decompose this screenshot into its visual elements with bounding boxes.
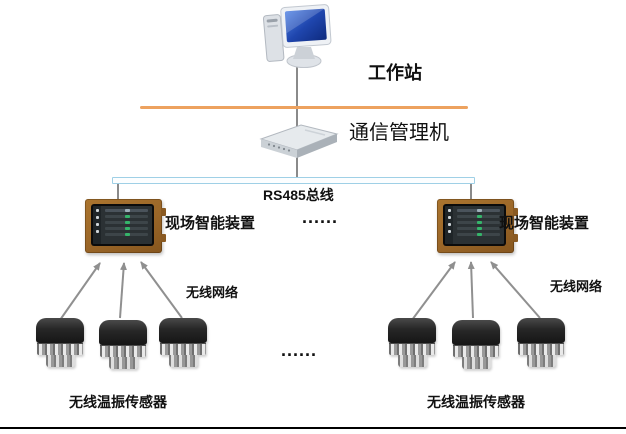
- rs485-bus-bar: [112, 177, 475, 184]
- device-mount-tab: [161, 208, 166, 216]
- vibration-sensor-icon: [517, 318, 565, 367]
- device-screen: [443, 204, 506, 246]
- device-screen-rows: [101, 206, 152, 244]
- device-screen-iconbar: [445, 206, 453, 244]
- device-screen-iconbar: [93, 206, 101, 244]
- device-mount-tab: [513, 208, 518, 216]
- vibration-sensor-icon: [99, 320, 147, 369]
- vibration-sensor-icon: [452, 320, 500, 369]
- comm-manager-icon: [255, 121, 343, 165]
- desktop-computer-icon: [262, 4, 336, 70]
- wireless-network-right-label: 无线网络: [550, 279, 603, 294]
- devices-ellipsis: ......: [302, 207, 339, 227]
- sensor-group-left-label: 无线温振传感器: [69, 394, 167, 410]
- rs485-bus-label: RS485总线: [263, 187, 334, 203]
- device-screen-rows: [453, 206, 504, 244]
- field-device-right-label: 现场智能装置: [499, 215, 590, 232]
- device-screen: [91, 204, 154, 246]
- vibration-sensor-icon: [159, 318, 207, 367]
- bottom-border: [0, 427, 626, 429]
- field-device-right: [437, 199, 518, 253]
- vibration-sensor-icon: [36, 318, 84, 367]
- sensor-group-right-label: 无线温振传感器: [427, 394, 525, 410]
- wireless-network-left-label: 无线网络: [186, 285, 239, 300]
- sensors-ellipsis: ......: [281, 340, 318, 360]
- vibration-sensor-icon: [388, 318, 436, 367]
- device-mount-tab: [161, 234, 166, 242]
- comm-manager-label: 通信管理机: [349, 122, 449, 144]
- device-mount-tab: [513, 234, 518, 242]
- workstation-label: 工作站: [368, 63, 422, 83]
- field-device-left: [85, 199, 166, 253]
- field-device-left-label: 现场智能装置: [165, 215, 256, 232]
- workstation-separator-line: [140, 106, 468, 109]
